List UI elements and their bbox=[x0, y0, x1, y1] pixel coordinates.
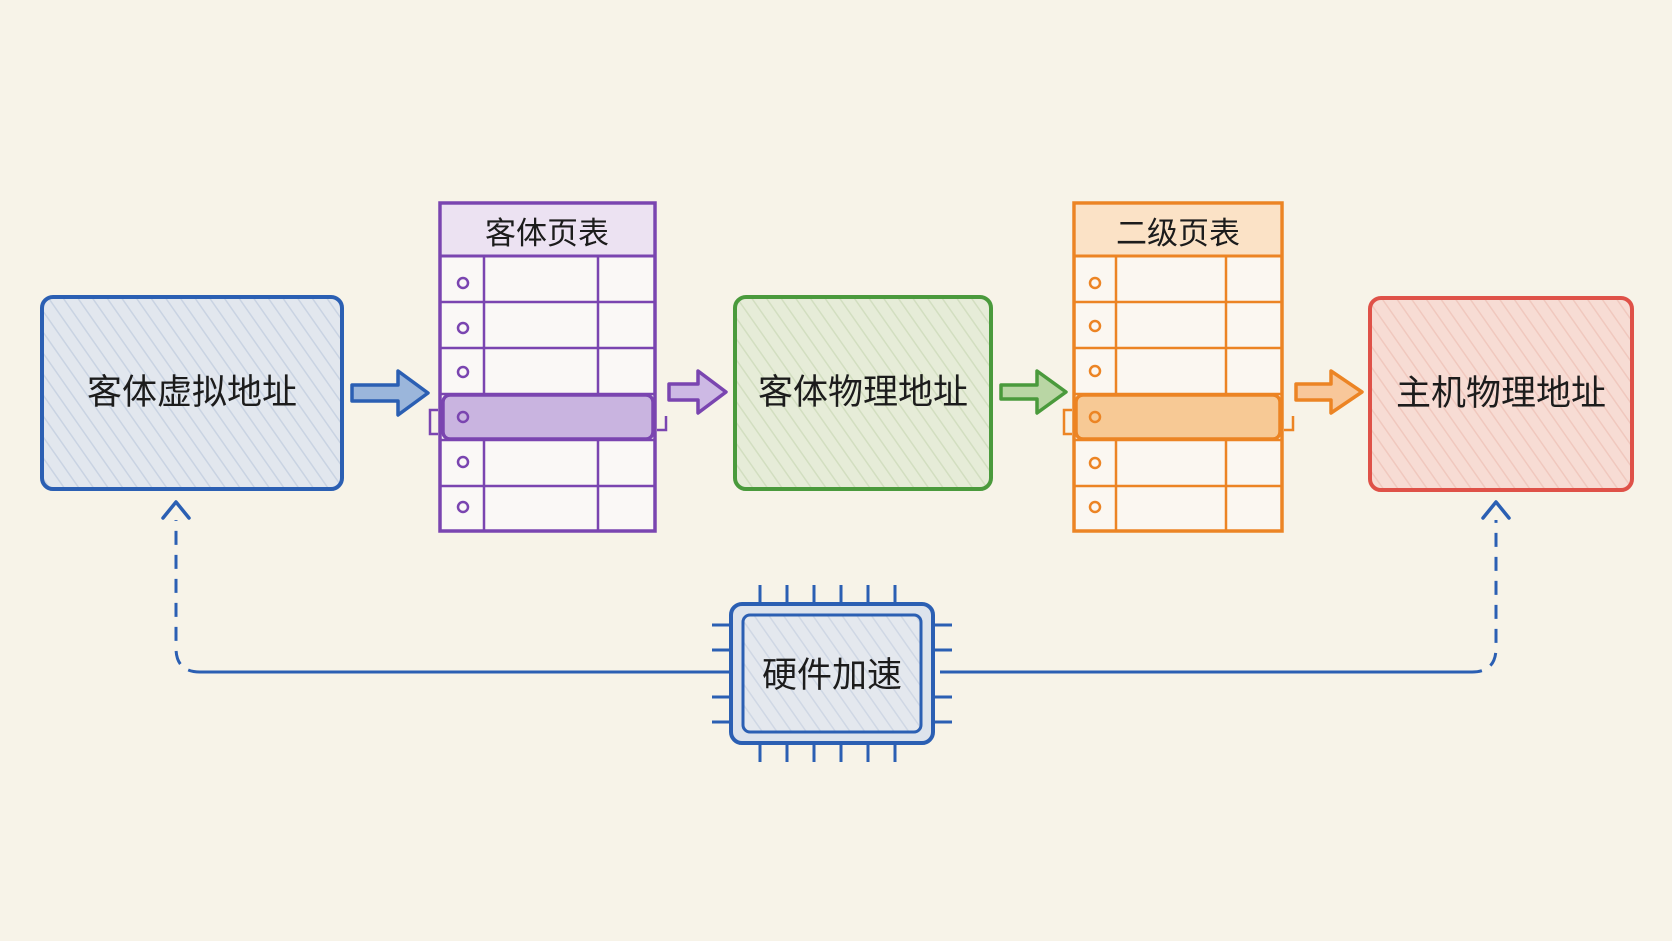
guest-page-table-title: 客体页表 bbox=[485, 216, 609, 252]
hw-accel-connector-right bbox=[940, 500, 1511, 674]
guest-physical-address-label: 客体物理地址 bbox=[758, 373, 968, 413]
guest-virtual-address-label: 客体虚拟地址 bbox=[87, 373, 297, 413]
second-level-page-table-title: 二级页表 bbox=[1116, 216, 1240, 252]
chip-icon: 硬件加速 bbox=[712, 585, 952, 762]
arrow-guest-virtual-to-page-table bbox=[350, 369, 430, 417]
hw-accel-connector-left bbox=[161, 500, 730, 674]
guest-virtual-address-box: 客体虚拟地址 bbox=[40, 295, 344, 491]
host-physical-address-box: 主机物理地址 bbox=[1368, 296, 1634, 492]
guest-physical-address-box: 客体物理地址 bbox=[733, 295, 993, 491]
arrow-guest-physical-to-second-level-table bbox=[999, 369, 1068, 415]
host-physical-address-label: 主机物理地址 bbox=[1396, 374, 1606, 414]
guest-page-table: 客体页表 bbox=[428, 201, 668, 533]
arrow-page-table-to-guest-physical bbox=[667, 369, 728, 415]
second-level-page-table: 二级页表 bbox=[1062, 201, 1295, 533]
arrow-second-level-table-to-host-physical bbox=[1294, 369, 1364, 415]
guest-page-table-highlighted-row bbox=[428, 393, 668, 441]
hw-accel-label: 硬件加速 bbox=[762, 656, 902, 696]
second-level-page-table-highlighted-row bbox=[1062, 393, 1295, 441]
